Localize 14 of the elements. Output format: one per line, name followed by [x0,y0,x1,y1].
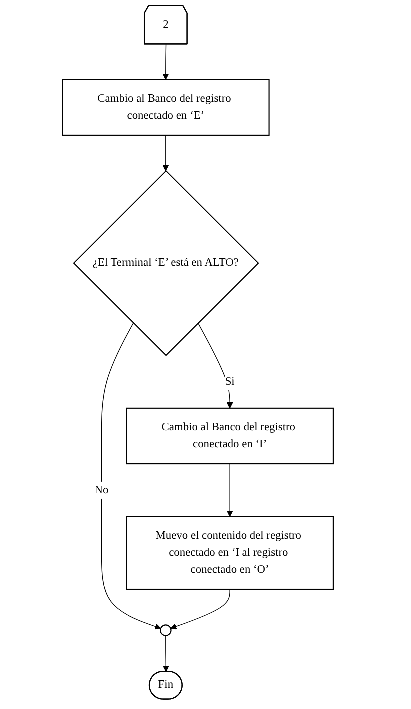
node-circle [160,624,172,636]
arrow [198,322,234,409]
edge-label: Si [225,376,235,388]
arrow [101,322,162,630]
node-box: Muevo el contenido del registro conectado en ‘I al registro conectado en ‘O’ [126,516,334,590]
node-box: Cambio al Banco del registro conectado en ‘I’ [126,408,334,465]
arrow [163,635,170,672]
arrow [162,44,170,80]
node-box: Cambio al Banco del registro conectado en ‘E’ [62,79,270,136]
arrow [170,589,230,630]
arrow [226,464,234,518]
node-diamond: ¿El Terminal ‘E’ está en ALTO? [73,170,260,356]
arrow [162,135,170,172]
edge-label: No [94,484,109,496]
